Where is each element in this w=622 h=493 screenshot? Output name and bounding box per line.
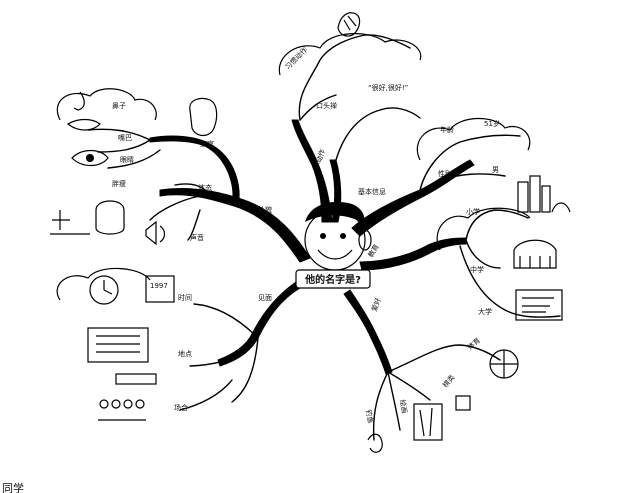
- twigs: [57, 34, 560, 440]
- label-chess: 棋类: [441, 373, 457, 390]
- label-catchphrase-quote: “很好,很好!”: [368, 83, 408, 92]
- people-icon: [98, 400, 146, 420]
- label-build: 胖瘦: [112, 179, 126, 188]
- basketball-icon: [490, 350, 518, 378]
- label-catchphrase: 口头禅: [316, 101, 337, 110]
- labels: 他的名字是? 外貌 五官 鼻子 嘴巴 眼睛 体态 胖瘦 声音 习惯动作 口头禅 …: [2, 45, 500, 493]
- painting-icon: [414, 404, 442, 440]
- mouth-icon: [68, 120, 100, 131]
- label-age: 年龄: [440, 125, 454, 134]
- head-icon: [190, 98, 217, 135]
- label-meeting: 见面: [258, 294, 272, 302]
- label-features: 五官: [200, 139, 214, 148]
- label-primary: 小学: [466, 207, 480, 216]
- center-face-illustration: [305, 202, 371, 270]
- label-place: 地点: [178, 349, 192, 358]
- clock-icon: [90, 276, 118, 304]
- label-appearance: 外貌: [258, 205, 272, 214]
- nose-icon: [74, 92, 84, 110]
- branch-hobbies: [344, 290, 392, 374]
- label-university: 大学: [478, 307, 492, 316]
- corner-text: 同学: [2, 481, 24, 493]
- label-painting: 绘画: [398, 399, 409, 414]
- main-branches: [150, 120, 474, 374]
- calendar-year: 1997: [150, 282, 168, 290]
- label-habit: 习惯动作: [283, 45, 309, 71]
- center-label: 他的名字是?: [304, 273, 361, 286]
- dice-icon: [456, 396, 470, 410]
- label-eyes: 眼睛: [120, 155, 134, 164]
- label-gender-value: 男: [492, 166, 499, 174]
- label-gender: 性别: [438, 169, 452, 178]
- label-occasion: 场合: [174, 403, 188, 412]
- label-nose: 鼻子: [112, 101, 126, 110]
- label-age-value: 51岁: [484, 119, 500, 128]
- label-education: 教育: [366, 242, 381, 259]
- label-voice: 声音: [190, 233, 204, 242]
- eye-icon: [72, 151, 108, 166]
- buildings-icon: [518, 176, 570, 212]
- fishing-icon: [368, 434, 382, 452]
- label-mouth: 嘴巴: [118, 133, 132, 142]
- label-body: 体态: [198, 183, 212, 192]
- scale-icon: [50, 201, 124, 234]
- branch-basics: [352, 160, 474, 236]
- label-hobbies: 爱好: [369, 296, 382, 312]
- hand-icon: [338, 13, 360, 36]
- building-icon: [88, 328, 156, 384]
- speaker-icon: [146, 222, 165, 244]
- label-middle: 中学: [470, 265, 484, 274]
- label-time: 时间: [178, 293, 192, 302]
- school-icon: [514, 240, 556, 268]
- label-basics: 基本信息: [358, 187, 386, 196]
- label-fishing: 钓鱼: [364, 409, 375, 424]
